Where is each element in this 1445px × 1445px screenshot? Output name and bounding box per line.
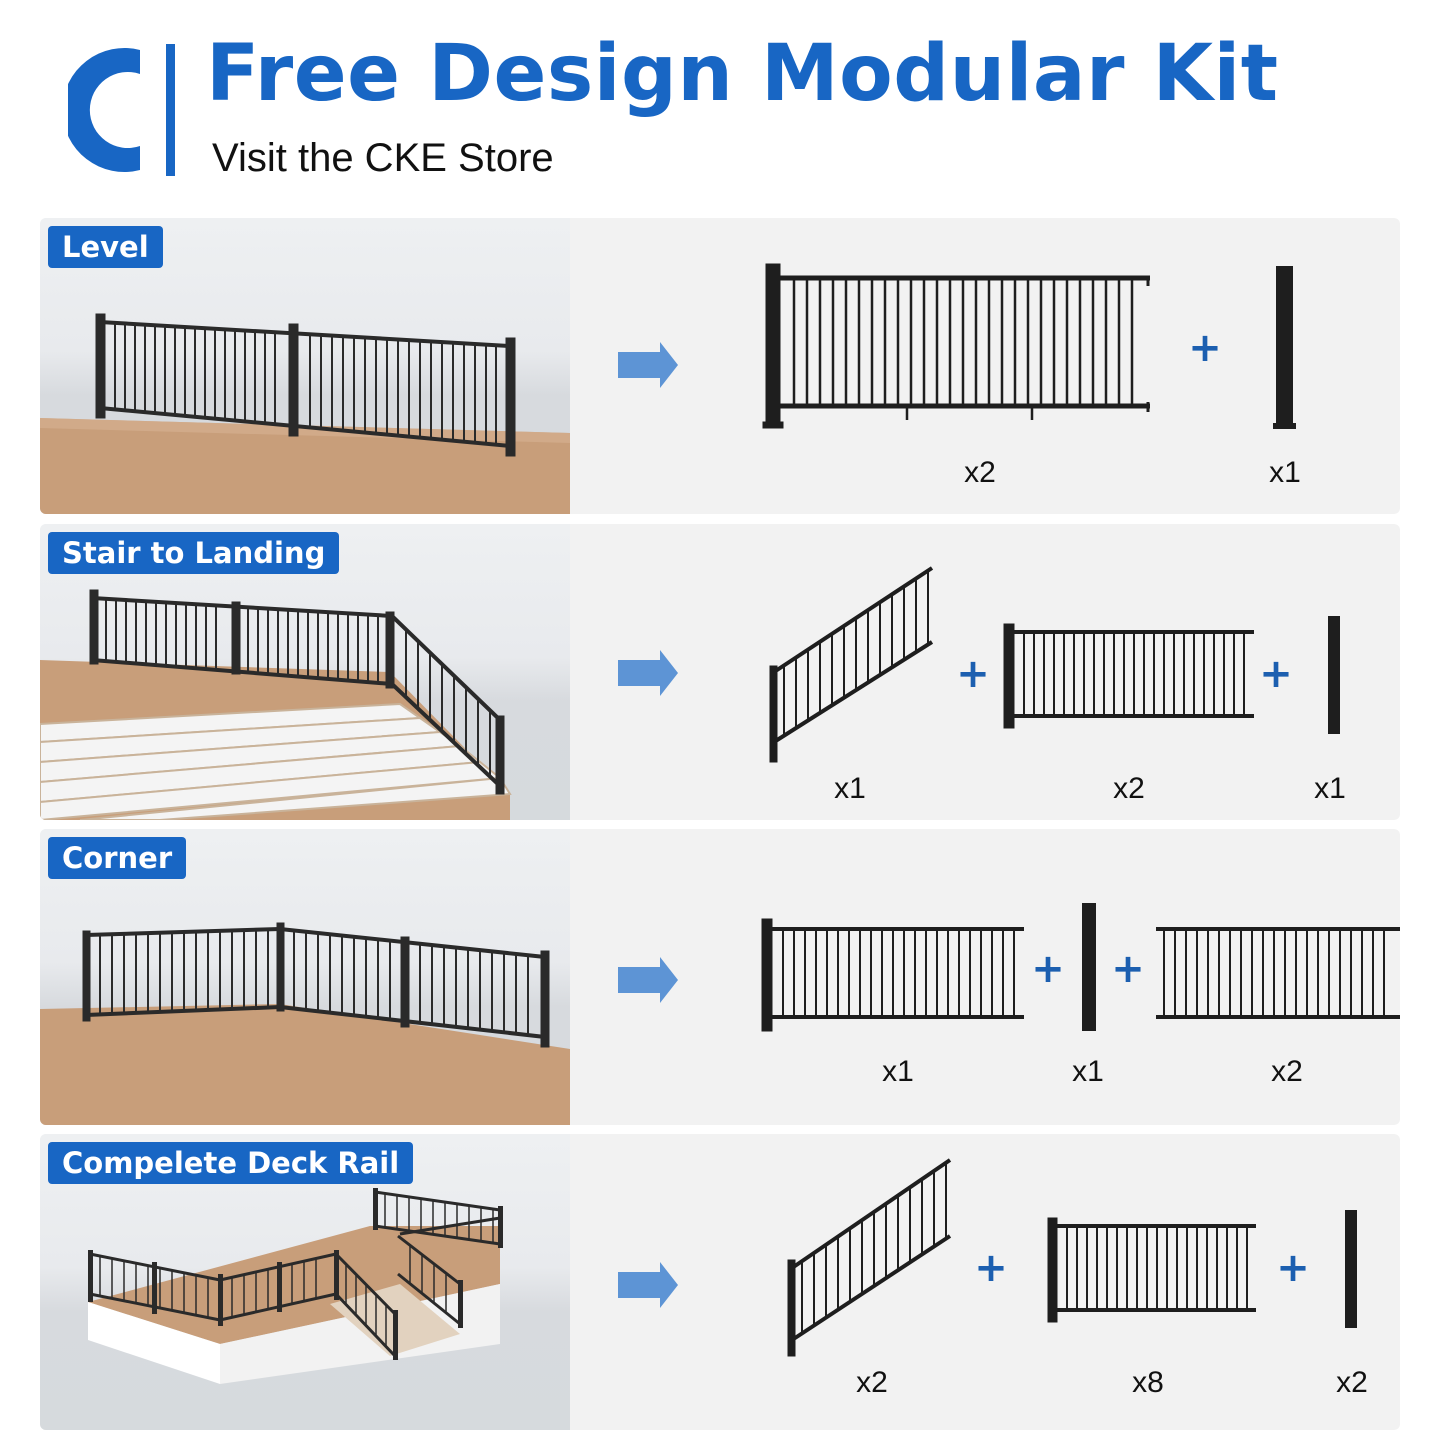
post — [1345, 1210, 1357, 1328]
quantity-label: x2 — [1271, 1055, 1303, 1088]
panel-label: Level — [48, 226, 163, 268]
plus-icon: + — [1259, 651, 1293, 697]
panel-label: Corner — [48, 837, 187, 879]
quantity-label: x2 — [1113, 772, 1145, 805]
post — [1328, 616, 1340, 734]
right-arrow-icon — [618, 957, 678, 1003]
panel-level: Level — [40, 218, 1400, 514]
corner-parts: + + x1 x1 x2 — [570, 829, 1400, 1125]
stair-to-landing-parts: + + x1 x2 x1 — [570, 524, 1400, 820]
plus-icon: + — [1031, 946, 1065, 992]
plus-icon: + — [956, 651, 990, 697]
level-photo — [40, 218, 570, 514]
level-rail-panel — [1047, 1217, 1256, 1323]
post — [1273, 266, 1296, 429]
quantity-label: x2 — [1336, 1366, 1368, 1399]
panel-label: Stair to Landing — [48, 532, 340, 574]
quantity-label: x1 — [1072, 1055, 1104, 1088]
right-arrow-icon — [618, 1262, 678, 1308]
panel-complete-deck-rail: Compelete Deck Rail — [40, 1134, 1400, 1430]
quantity-label: x1 — [834, 772, 866, 805]
page-subtitle: Visit the CKE Store — [212, 136, 554, 180]
right-arrow-icon — [618, 342, 678, 388]
quantity-label: x2 — [856, 1366, 888, 1399]
stair-rail-panel — [769, 566, 934, 763]
right-arrow-icon — [618, 650, 678, 696]
complete-deck-rail-parts: + + x2 x8 x2 — [570, 1134, 1400, 1430]
header: Free Design Modular Kit Visit the CKE St… — [0, 0, 1445, 210]
panel-corner: Corner — [40, 829, 1400, 1125]
post — [1082, 903, 1096, 1031]
level-parts: + x2 x1 — [570, 218, 1400, 514]
quantity-label: x1 — [882, 1055, 914, 1088]
quantity-label: x1 — [1269, 456, 1301, 489]
plus-icon: + — [1111, 946, 1145, 992]
quantity-label: x1 — [1314, 772, 1346, 805]
level-rail-panel — [1156, 927, 1400, 1019]
stair-rail-panel — [787, 1158, 952, 1357]
plus-icon: + — [974, 1245, 1008, 1291]
level-rail-panel — [1003, 623, 1254, 729]
plus-icon: + — [1188, 325, 1222, 371]
quantity-label: x8 — [1132, 1366, 1164, 1399]
panel-stair-to-landing: Stair to Landing — [40, 524, 1400, 820]
plus-icon: + — [1276, 1245, 1310, 1291]
level-rail-panel — [762, 263, 1150, 429]
brand-logo — [68, 44, 175, 176]
panel-label: Compelete Deck Rail — [48, 1142, 414, 1184]
quantity-label: x2 — [964, 456, 996, 489]
page-title: Free Design Modular Kit — [206, 29, 1279, 119]
